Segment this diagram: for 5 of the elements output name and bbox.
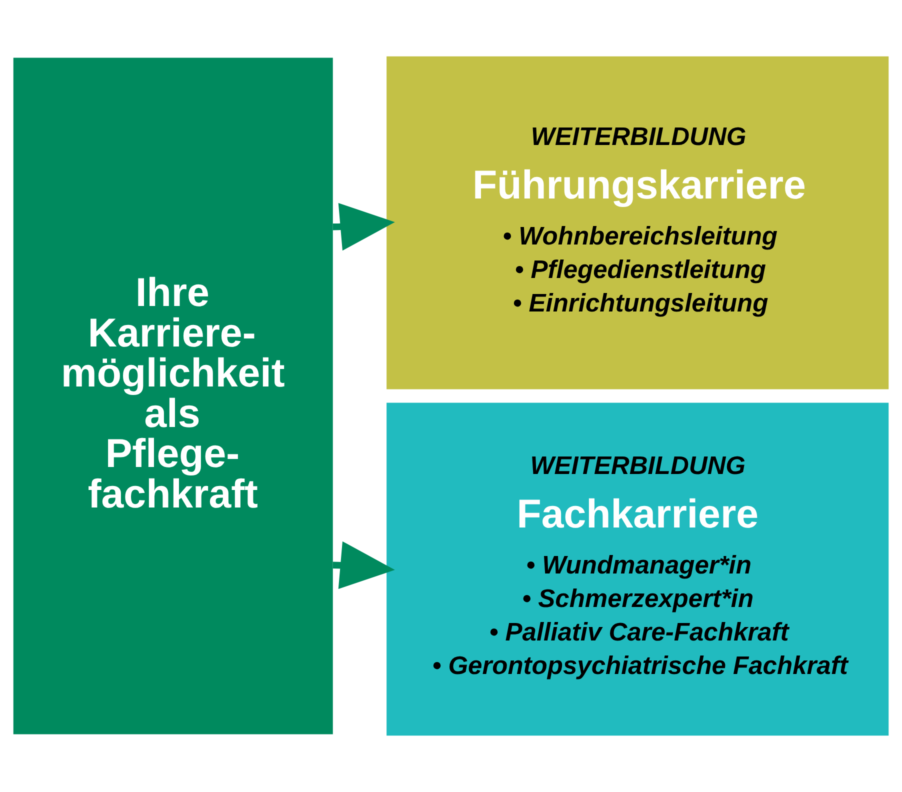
arrow <box>332 202 395 251</box>
node-box: Ihre Karriere- möglichkeit als Pflege- fachkraft <box>13 58 333 734</box>
arrow <box>332 541 395 590</box>
node-box: WEITERBILDUNG Führungskarriere • Wohnbereichsleitung • Pflegedienstleitung • Einrichtungsleitung <box>386 56 889 390</box>
node-box: WEITERBILDUNG Fachkarriere • Wundmanager*in • Schmerzexpert*in • Palliativ Care-Fachkraft • Gerontopsychiatrische Fachkraft <box>386 402 889 736</box>
